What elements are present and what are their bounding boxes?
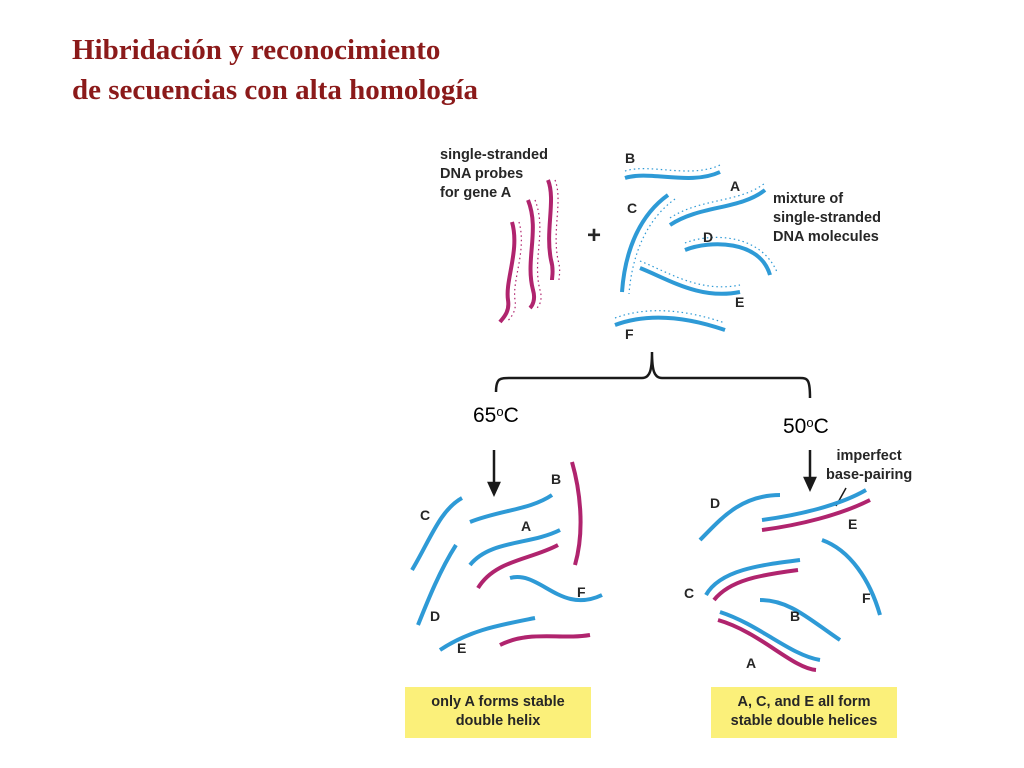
strand-E <box>639 266 741 296</box>
left-probe-2 <box>499 633 591 647</box>
strand-A <box>668 188 767 227</box>
letter-left-B: B <box>551 471 562 487</box>
left-probe-1 <box>570 461 583 566</box>
left-outcome <box>410 493 603 652</box>
left-strand-B <box>469 493 554 524</box>
strand-D <box>684 242 772 276</box>
probe-strands <box>498 179 555 324</box>
result-box-right: A, C, and E all form stable double helic… <box>711 687 897 738</box>
letter-left-E: E <box>457 640 467 656</box>
letter-top-C: C <box>627 200 638 216</box>
imperfect-label: imperfect base-pairing <box>826 448 913 483</box>
letter-right-D: D <box>710 495 721 511</box>
letter-right-F: F <box>862 590 871 606</box>
right-strand-E <box>761 488 867 522</box>
slide-title: Hibridación y reconocimiento de secuenci… <box>72 30 478 110</box>
left-probe-A <box>476 543 559 590</box>
right-strand-D <box>698 493 781 542</box>
right-strand-B <box>759 598 842 642</box>
letter-top-E: E <box>735 294 745 310</box>
temp-right: 50oC <box>783 415 829 438</box>
right-probe-E <box>761 498 871 532</box>
letter-right-A: A <box>746 655 757 671</box>
right-strand-C <box>704 558 801 597</box>
right-strand-A <box>719 610 821 662</box>
split-bracket <box>494 351 812 399</box>
strand-B <box>624 170 721 180</box>
temp-left: 65oC <box>473 404 519 427</box>
left-strand-C <box>410 496 464 572</box>
probes-label: single-stranded DNA probes for gene A <box>440 147 548 201</box>
letter-left-F: F <box>577 584 586 600</box>
right-probe-A <box>717 618 817 672</box>
letter-top-D: D <box>703 229 714 245</box>
arrows <box>487 450 817 498</box>
letter-top-F: F <box>625 326 634 342</box>
mixture-strands <box>614 170 772 332</box>
mixture-label: mixture of single-stranded DNA molecules <box>773 191 881 245</box>
right-outcome <box>698 488 882 662</box>
title-line-2: de secuencias con alta homología <box>72 74 478 106</box>
probe-strand-3 <box>546 179 555 281</box>
letter-left-D: D <box>430 608 441 624</box>
left-strand-F <box>509 575 603 603</box>
title-line-1: Hibridación y reconocimiento <box>72 34 441 66</box>
letter-right-E: E <box>848 516 858 532</box>
probe-strand-1 <box>498 221 517 324</box>
letter-top-A: A <box>730 178 741 194</box>
probe-ticks <box>506 179 561 323</box>
letter-top-B: B <box>625 150 636 166</box>
probe-strand-2 <box>526 199 537 310</box>
result-box-left: only A forms stable double helix <box>405 687 591 738</box>
letter-left-C: C <box>420 507 431 523</box>
left-strand-D <box>416 543 458 626</box>
left-strand-A-blue <box>468 528 561 567</box>
letter-right-B: B <box>790 608 801 624</box>
left-strand-E <box>438 616 536 652</box>
right-strand-F <box>821 538 882 616</box>
letter-right-C: C <box>684 585 695 601</box>
plus-sign: + <box>587 222 602 249</box>
strand-F <box>614 315 726 332</box>
mixture-ticks <box>614 164 778 324</box>
right-probe-C <box>712 568 799 602</box>
strand-C <box>620 193 670 293</box>
letter-left-A: A <box>521 518 532 534</box>
